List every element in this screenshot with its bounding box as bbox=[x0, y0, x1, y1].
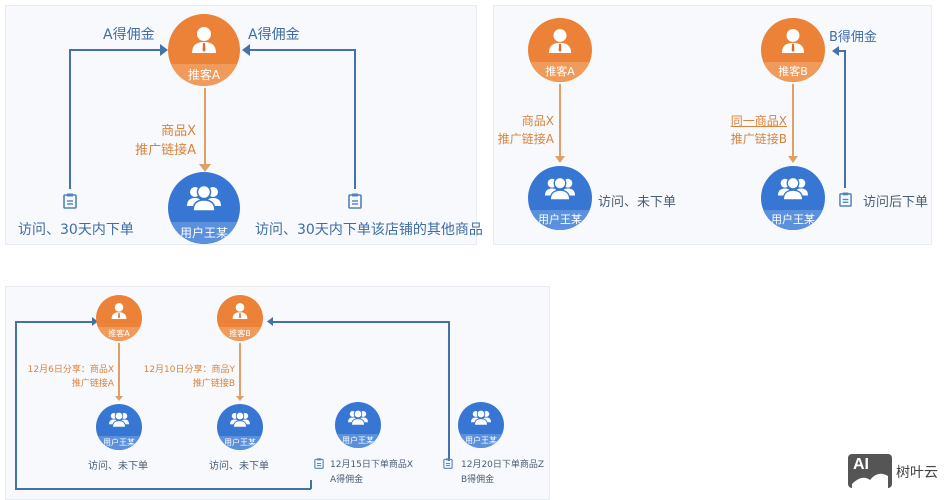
share-arrow-b bbox=[792, 84, 794, 158]
users-group-icon bbox=[545, 176, 575, 201]
users-group-icon bbox=[778, 176, 808, 201]
user-label-4: 用户王某 bbox=[458, 434, 504, 448]
panel-timeline-attribution: 推客A 12月6日分享：商品X 推广链接A 用户王某 访问、未下单 推客B 12… bbox=[5, 286, 550, 500]
action-a: 访问、未下单 bbox=[598, 195, 677, 210]
promoter-a-node: 推客A bbox=[96, 295, 142, 341]
share-product: 商品X bbox=[161, 124, 196, 139]
promoter-b-label: 推客B bbox=[217, 327, 263, 341]
loop-bottom-up bbox=[310, 480, 312, 489]
share-a-link: 推广链接A bbox=[71, 379, 114, 389]
clipboard-icon bbox=[314, 458, 324, 469]
left-reward: A得佣金 bbox=[103, 27, 155, 43]
promoter-a-node: 推客A bbox=[528, 18, 592, 82]
user-node-3: 用户王某 bbox=[335, 402, 381, 448]
user-b-label: 用户王某 bbox=[761, 210, 825, 230]
mountain-icon bbox=[852, 473, 888, 488]
share-arrow-a bbox=[559, 84, 561, 158]
order-2-reward: B得佣金 bbox=[461, 475, 495, 485]
user-label-2: 用户王某 bbox=[217, 436, 263, 450]
person-icon bbox=[111, 303, 127, 319]
share-b-date-product: 12月10日分享：商品Y bbox=[143, 365, 235, 375]
order-2-date-product: 12月20日下单商品Z bbox=[461, 460, 545, 470]
arrow-left-icon bbox=[267, 317, 273, 326]
person-icon bbox=[192, 27, 216, 53]
loop-b-vertical bbox=[448, 321, 450, 461]
ai-logo-text: AI bbox=[853, 456, 869, 473]
arrow-left-icon bbox=[832, 46, 839, 56]
user-label: 用户王某 bbox=[168, 222, 240, 244]
action-1: 访问、未下单 bbox=[88, 461, 148, 472]
clipboard-icon bbox=[443, 458, 453, 469]
left-flow-vertical bbox=[69, 49, 71, 189]
users-group-icon bbox=[109, 411, 129, 428]
share-arrow-a bbox=[118, 343, 120, 397]
users-group-icon bbox=[348, 409, 368, 426]
right-flow-horizontal bbox=[249, 49, 356, 51]
promoter-b-label: 推客B bbox=[761, 62, 825, 82]
clipboard-icon bbox=[63, 193, 77, 209]
action-2: 访问、未下单 bbox=[209, 461, 269, 472]
order-1-date-product: 12月15日下单商品X bbox=[330, 460, 414, 470]
loop-b-top bbox=[273, 321, 449, 323]
ai-logo-icon: AI bbox=[848, 454, 892, 488]
loop-bottom bbox=[15, 488, 311, 490]
arrow-down-icon bbox=[115, 396, 123, 401]
arrow-down-icon bbox=[788, 156, 798, 163]
reward-b-horizontal bbox=[838, 50, 846, 52]
share-b-link: 推广链接B bbox=[192, 379, 235, 389]
user-node-1: 用户王某 bbox=[96, 404, 142, 450]
user-label-1: 用户王某 bbox=[96, 436, 142, 450]
share-b-link: 推广链接B bbox=[730, 132, 787, 146]
loop-top-to-a bbox=[15, 321, 93, 323]
share-arrow bbox=[204, 88, 206, 166]
panel-last-click-attribution: 推客A 商品X 推广链接A 用户王某 访问、未下单 推客B 同一商品X 推广链接… bbox=[493, 5, 932, 245]
arrow-right-icon bbox=[160, 44, 168, 56]
clipboard-icon bbox=[348, 193, 362, 209]
reward-b: B得佣金 bbox=[829, 30, 877, 45]
user-label-3: 用户王某 bbox=[335, 434, 381, 448]
user-node-4: 用户王某 bbox=[458, 402, 504, 448]
left-action: 访问、30天内下单 bbox=[18, 222, 134, 238]
promoter-b-node: 推客B bbox=[217, 295, 263, 341]
reward-b-vertical bbox=[844, 50, 846, 188]
arrow-down-icon bbox=[555, 156, 565, 163]
right-flow-vertical bbox=[354, 49, 356, 189]
share-link: 推广链接A bbox=[135, 143, 196, 158]
user-a-node: 用户王某 bbox=[528, 166, 592, 230]
arrow-down-icon bbox=[199, 164, 211, 172]
user-b-node: 用户王某 bbox=[761, 166, 825, 230]
promoter-a-label: 推客A bbox=[96, 327, 142, 341]
left-flow-horizontal bbox=[69, 49, 161, 51]
share-a-link: 推广链接A bbox=[497, 132, 554, 146]
arrow-down-icon bbox=[236, 396, 244, 401]
user-node-2: 用户王某 bbox=[217, 404, 263, 450]
promoter-b-node: 推客B bbox=[761, 18, 825, 82]
person-icon bbox=[781, 29, 805, 53]
promoter-a-label: 推客A bbox=[168, 64, 240, 86]
action-b: 访问后下单 bbox=[863, 195, 929, 210]
user-a-label: 用户王某 bbox=[528, 210, 592, 230]
brand-name: 树叶云 bbox=[896, 465, 938, 481]
right-action: 访问、30天内下单该店铺的其他商品 bbox=[255, 222, 483, 238]
users-group-icon bbox=[471, 409, 491, 426]
promoter-a-label: 推客A bbox=[528, 62, 592, 82]
users-group-icon bbox=[230, 411, 250, 428]
users-group-icon bbox=[187, 184, 221, 212]
share-a-date-product: 12月6日分享：商品X bbox=[27, 365, 114, 375]
arrow-right-icon bbox=[92, 317, 98, 326]
user-node: 用户王某 bbox=[168, 172, 240, 244]
order-1-reward: A得佣金 bbox=[330, 475, 364, 485]
promoter-a-node: 推客A bbox=[168, 14, 240, 86]
person-icon bbox=[548, 29, 572, 53]
arrow-left-icon bbox=[242, 44, 250, 56]
panel-30-day-attribution: 推客A 用户王某 商品X 推广链接A A得佣金 访问、30天内下单 A得佣金 bbox=[5, 5, 483, 245]
share-b-product: 同一商品X bbox=[730, 114, 787, 128]
loop-left-vertical bbox=[15, 321, 17, 489]
share-a-product: 商品X bbox=[521, 114, 554, 128]
right-reward: A得佣金 bbox=[248, 27, 300, 43]
clipboard-icon bbox=[839, 192, 852, 207]
watermark: AI 树叶云 bbox=[848, 452, 948, 488]
person-icon bbox=[232, 303, 248, 319]
share-arrow-b bbox=[239, 343, 241, 397]
